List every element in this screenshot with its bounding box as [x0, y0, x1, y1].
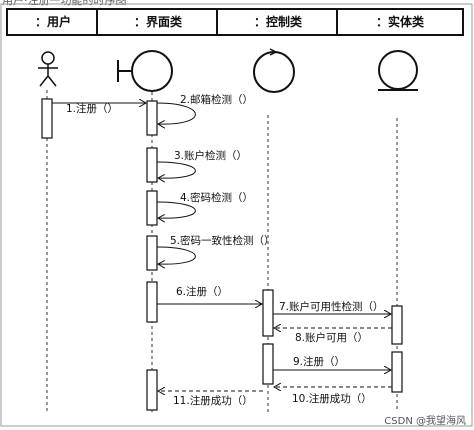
header-user: ：用户: [34, 15, 71, 29]
activation-bar-ui-6: [146, 369, 158, 411]
message-label-11: 11.注册成功（）: [173, 395, 253, 407]
activation-bar-ui-2: [146, 147, 158, 183]
self-message-arrow-4: [157, 201, 196, 218]
header-ui-class: ：界面类: [133, 15, 182, 29]
activation-bar-control-2: [262, 343, 274, 385]
header-divider: [216, 10, 218, 34]
message-label-9: 9.注册（）: [293, 356, 346, 368]
header-entity-class: ：实体类: [375, 15, 424, 29]
message-label-3: 3.账户检测（）: [174, 150, 248, 162]
header-divider: [96, 10, 98, 34]
lifeline-header-bar: ：用户 ：界面类 ：控制类 ：实体类: [6, 8, 464, 36]
self-message-arrow-3: [157, 161, 196, 178]
activation-bar-ui-1: [146, 100, 158, 136]
message-label-2: 2.邮箱检测（）: [180, 94, 254, 106]
message-label-6: 6.注册（）: [176, 286, 229, 298]
diagram-frame: [0, 3, 473, 427]
message-label-4: 4.密码检测（）: [180, 192, 254, 204]
entity-class-icon: [378, 50, 418, 91]
control-class-icon: [253, 48, 295, 93]
header-divider: [336, 10, 338, 34]
message-label-1: 1.注册（）: [66, 103, 119, 115]
message-label-5: 5.密码一致性检测（）: [170, 235, 275, 247]
self-message-arrow-5: [157, 246, 196, 264]
boundary-class-icon: [117, 50, 173, 92]
message-label-10: 10.注册成功（）: [292, 393, 372, 405]
watermark: CSDN @我望海风: [384, 416, 466, 427]
message-label-8: 8.账户可用（）: [295, 332, 369, 344]
self-message-arrow-2: [157, 102, 196, 124]
activation-bar-entity-1: [391, 305, 403, 345]
activation-bar-ui-4: [146, 235, 158, 271]
header-control-class: ：控制类: [253, 15, 302, 29]
activation-bar-user: [41, 98, 53, 139]
message-label-7: 7.账户可用性检测（）: [279, 301, 384, 313]
activation-bar-ui-5: [146, 281, 158, 323]
user-actor-icon: [38, 51, 58, 87]
activation-bar-control-1: [262, 289, 274, 337]
activation-bar-entity-2: [391, 351, 403, 393]
activation-bar-ui-3: [146, 190, 158, 226]
